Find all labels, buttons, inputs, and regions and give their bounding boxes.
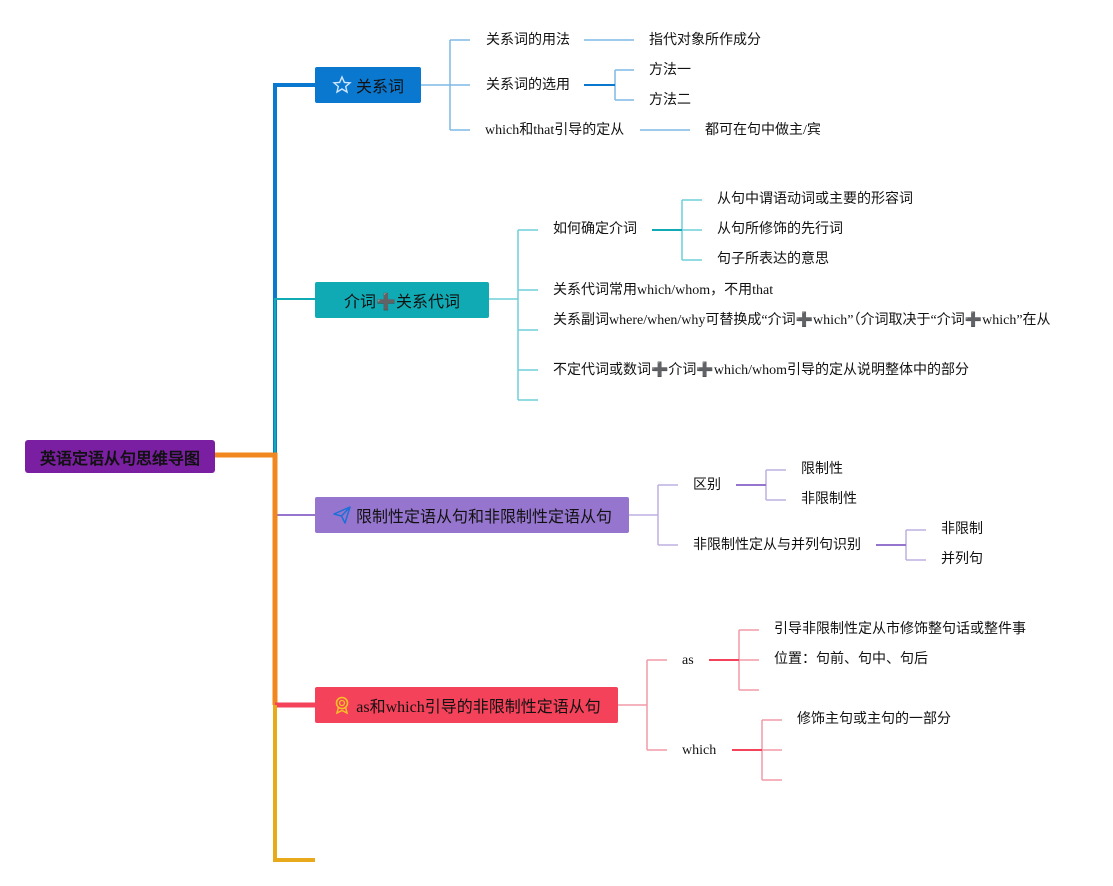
root-topic-label: 英语定语从句思维导图 bbox=[39, 450, 200, 468]
trunk-line-blue bbox=[273, 83, 316, 455]
leaf-which-main-clause[interactable]: 修饰主句或主句的一部分 bbox=[797, 712, 951, 727]
root-topic[interactable]: 英语定语从句思维导图 bbox=[25, 440, 215, 473]
b3-connector bbox=[617, 659, 667, 751]
leaf-verb-adjective[interactable]: 从句中谓语动词或主要的形容词 bbox=[717, 192, 913, 207]
leaf-as-position[interactable]: 位置：句前、句中、句后 bbox=[774, 652, 928, 667]
paper-plane-icon bbox=[332, 505, 352, 525]
b0-connector bbox=[420, 39, 470, 131]
award-icon bbox=[332, 695, 352, 715]
branch-restrictive-nonrestrictive[interactable]: 限制性定语从句和非限制性定语从句 bbox=[315, 497, 629, 533]
branch-as-which[interactable]: as和which引导的非限制性定语从句 bbox=[315, 687, 618, 723]
topic-relative-word-usage[interactable]: 关系词的用法 bbox=[486, 33, 570, 48]
root-connector bbox=[215, 452, 278, 705]
branch-preposition-pronoun[interactable]: 介词➕关系代词 bbox=[315, 282, 489, 318]
leaf-antecedent[interactable]: 从句所修饰的先行词 bbox=[717, 222, 843, 237]
leaf-nonrestrictive[interactable]: 非限制性 bbox=[801, 492, 857, 507]
branch-label: 介词➕关系代词 bbox=[344, 294, 460, 311]
leaf-method-two[interactable]: 方法二 bbox=[649, 93, 691, 108]
b1-sub-connector bbox=[681, 199, 702, 261]
b1-connector bbox=[488, 229, 538, 401]
branch-label: 限制性定语从句和非限制性定语从句 bbox=[355, 509, 612, 526]
leaf-subject-object[interactable]: 都可在句中做主/宾 bbox=[705, 123, 821, 138]
leaf-nonrestrictive-short[interactable]: 非限制 bbox=[941, 522, 983, 537]
branch-label: 关系词 bbox=[355, 79, 404, 96]
topic-which-whom[interactable]: 关系代词常用which/whom，不用that bbox=[553, 283, 774, 298]
topic-difference[interactable]: 区别 bbox=[693, 478, 721, 493]
leaf-restrictive[interactable]: 限制性 bbox=[801, 462, 843, 477]
leaf-as-whole-sentence[interactable]: 引导非限制性定从市修饰整句话或整件事 bbox=[774, 622, 1026, 637]
topic-which[interactable]: which bbox=[682, 743, 717, 758]
trunk-line-teal bbox=[274, 298, 316, 455]
topic-determine-preposition[interactable]: 如何确定介词 bbox=[553, 222, 637, 237]
star-icon bbox=[332, 75, 352, 95]
leaf-sentence-meaning[interactable]: 句子所表达的意思 bbox=[717, 252, 829, 267]
topic-indefinite-pronoun[interactable]: 不定代词或数词➕介词➕which/whom引导的定从说明整体中的部分 bbox=[553, 363, 969, 378]
branch-relative-words[interactable]: 关系词 bbox=[315, 67, 421, 103]
leaf-referent-role[interactable]: 指代对象所作成分 bbox=[649, 33, 761, 48]
leaf-method-one[interactable]: 方法一 bbox=[649, 63, 691, 78]
trunk-line-yellow bbox=[273, 705, 315, 862]
topic-relative-adverb[interactable]: 关系副词where/when/why可替换成“介词➕which”（介词取决于“介… bbox=[553, 313, 1051, 328]
b2-connector bbox=[628, 484, 678, 546]
branch-label: as和which引导的非限制性定语从句 bbox=[356, 699, 601, 716]
topic-identify[interactable]: 非限制性定从与并列句识别 bbox=[693, 538, 861, 553]
topic-relative-word-choice[interactable]: 关系词的选用 bbox=[486, 78, 570, 93]
leaf-coordinate[interactable]: 并列句 bbox=[941, 552, 983, 567]
topic-as[interactable]: as bbox=[682, 653, 694, 668]
topic-which-that[interactable]: which和that引导的定从 bbox=[485, 123, 625, 138]
